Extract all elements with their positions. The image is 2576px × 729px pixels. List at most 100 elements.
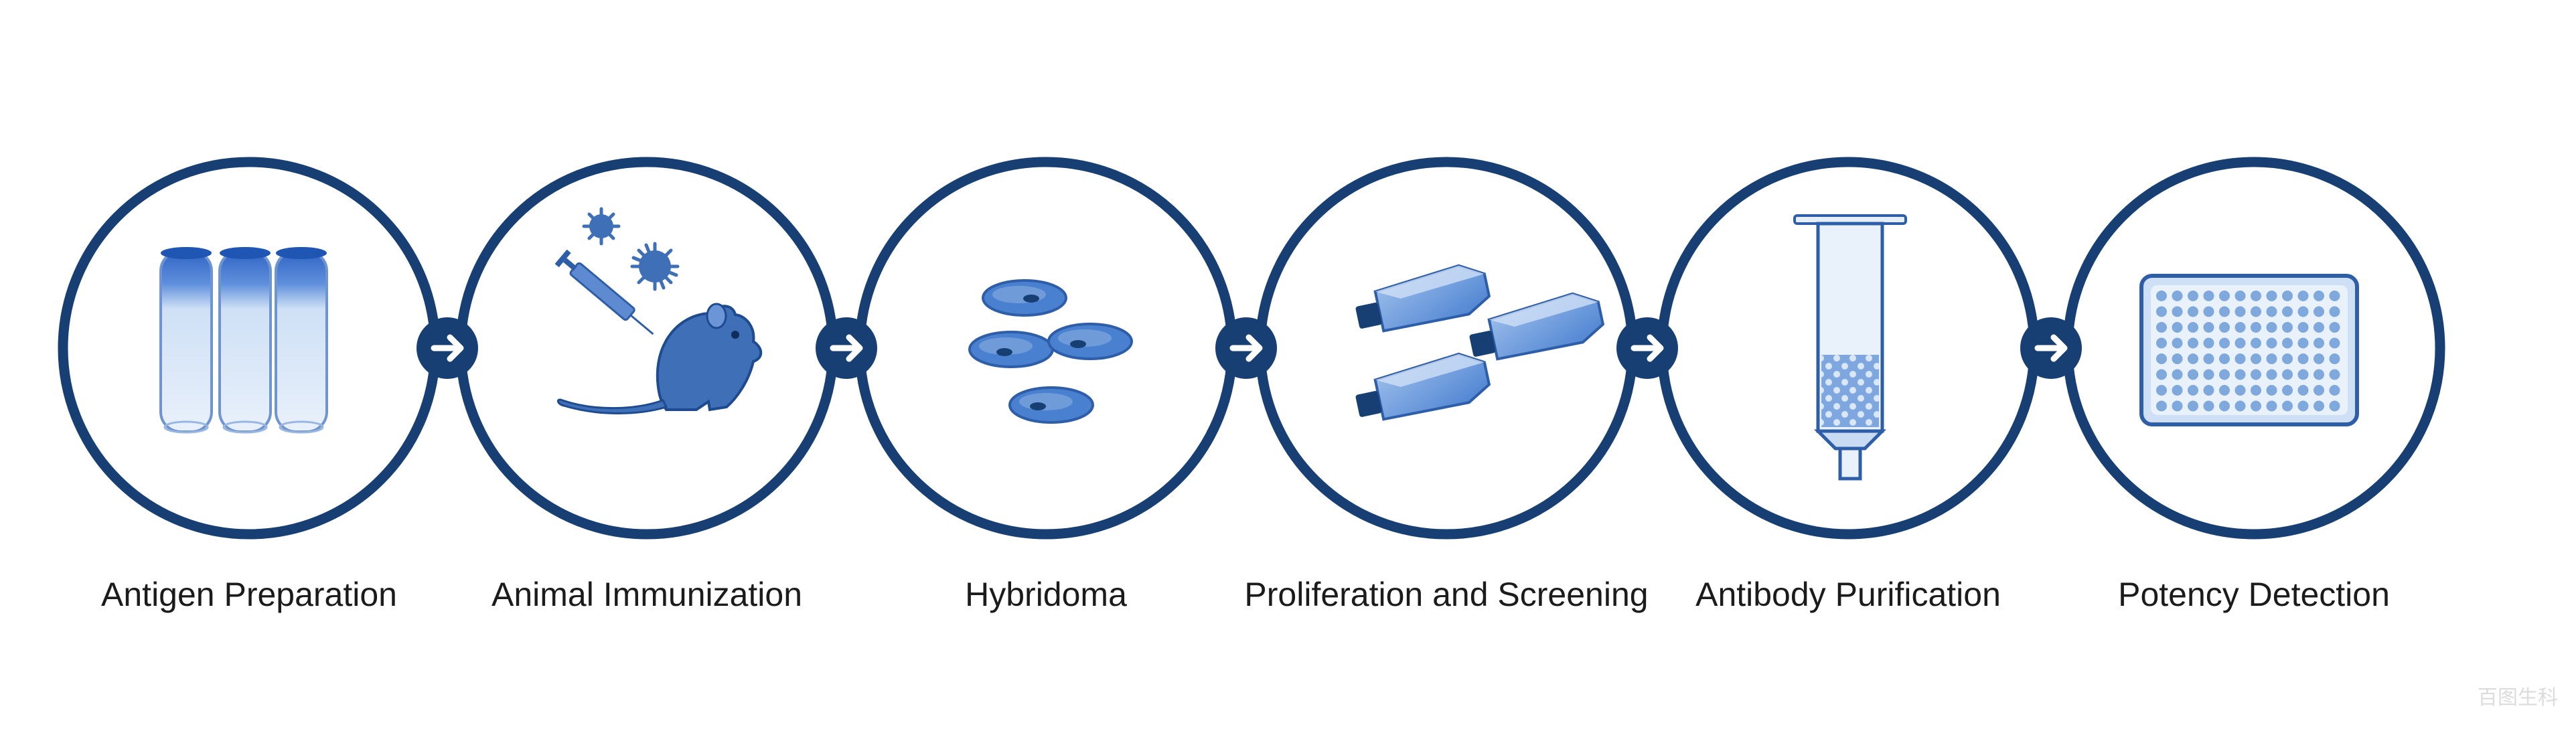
microplate-well: [2297, 369, 2309, 380]
step-label-proliferation-and-screening: Proliferation and Screening: [1244, 576, 1648, 613]
microplate-well: [2314, 385, 2324, 396]
microplate-well: [2203, 322, 2214, 333]
connector-arrows: [416, 317, 2082, 379]
microplate-well: [2219, 322, 2230, 333]
microplate-well: [2203, 385, 2214, 396]
watermark-text: 百图生科: [2478, 686, 2558, 710]
microplate-well: [2172, 306, 2183, 317]
microplate-well: [2314, 353, 2324, 364]
microplate-well: [2329, 306, 2340, 317]
microplate-well: [2188, 385, 2198, 396]
microplate-well: [2156, 385, 2167, 396]
step-ring-2: [455, 157, 838, 540]
microplate-well: [2329, 337, 2340, 349]
microplate-well: [2266, 291, 2277, 301]
microplate-well: [2188, 291, 2198, 301]
step-label-antigen-preparation: Antigen Preparation: [101, 576, 397, 613]
microplate-well: [2219, 291, 2230, 301]
microplate-well: [2219, 400, 2230, 412]
microplate-well: [2172, 369, 2183, 380]
step-ring-4: [1255, 157, 1638, 540]
microplate-well: [2282, 400, 2293, 412]
microplate-well: [2282, 353, 2293, 364]
microplate-well: [2203, 291, 2214, 301]
microplate-well: [2219, 306, 2230, 317]
culture-flasks-icon: [1355, 264, 1605, 421]
microplate-well: [2156, 291, 2167, 301]
microplate-well: [2203, 369, 2214, 380]
microplate-well: [2251, 353, 2261, 364]
microplate-well: [2266, 385, 2277, 396]
microplate-well: [2188, 322, 2198, 333]
microplate-well: [2203, 337, 2214, 349]
microplate-well: [2329, 385, 2340, 396]
microplate-well: [2282, 306, 2293, 317]
arrow-right-icon: [416, 317, 478, 379]
microplate-well: [2156, 306, 2167, 317]
arrow-right-icon: [1215, 317, 1277, 379]
microplate-well: [2219, 369, 2230, 380]
microplate-well: [2234, 337, 2246, 349]
microplate-well: [2156, 337, 2167, 349]
microplate-well: [2329, 400, 2340, 412]
microplate-well: [2203, 306, 2214, 317]
microplate-well: [2314, 337, 2324, 349]
microplate-well: [2188, 337, 2198, 349]
microplate-icon: [2139, 274, 2359, 426]
microplate-well: [2297, 306, 2309, 317]
microplate-well: [2251, 322, 2261, 333]
microplate-well: [2234, 291, 2246, 301]
microplate-well: [2266, 369, 2277, 380]
step-label-antibody-purification: Antibody Purification: [1695, 576, 2001, 613]
microplate-well: [2314, 306, 2324, 317]
microplate-well: [2266, 306, 2277, 317]
microplate-well: [2314, 322, 2324, 333]
microplate-well: [2251, 291, 2261, 301]
microplate-well: [2156, 400, 2167, 412]
microplate-well: [2219, 337, 2230, 349]
microplate-well: [2219, 353, 2230, 364]
arrow-right-icon: [1616, 317, 1678, 379]
microplate-well: [2219, 385, 2230, 396]
microplate-well: [2156, 369, 2167, 380]
microplate-well: [2329, 353, 2340, 364]
microplate-well: [2234, 353, 2246, 364]
microplate-well: [2297, 337, 2309, 349]
microplate-well: [2172, 322, 2183, 333]
microplate-well: [2188, 400, 2198, 412]
microplate-well: [2234, 369, 2246, 380]
microplate-well: [2172, 400, 2183, 412]
microplate-well: [2297, 322, 2309, 333]
microplate-well: [2188, 369, 2198, 380]
microplate-well: [2329, 369, 2340, 380]
microplate-well: [2297, 400, 2309, 412]
purification-column-icon: [1793, 214, 1907, 481]
microplate-well: [2188, 353, 2198, 364]
microplate-well: [2282, 322, 2293, 333]
microplate-well: [2282, 337, 2293, 349]
microplate-well: [2297, 385, 2309, 396]
hybridoma-cells-icon: [968, 279, 1133, 424]
microplate-well: [2251, 337, 2261, 349]
microplate-well: [2251, 306, 2261, 317]
microplate-well: [2156, 353, 2167, 364]
microplate-well: [2314, 369, 2324, 380]
microplate-well: [2266, 353, 2277, 364]
microplate-well: [2266, 337, 2277, 349]
microplate-well: [2297, 353, 2309, 364]
microplate-well: [2188, 306, 2198, 317]
microplate-well: [2251, 369, 2261, 380]
microplate-well: [2203, 353, 2214, 364]
arrow-right-icon: [816, 317, 877, 379]
microplate-well: [2251, 385, 2261, 396]
mouse-syringe-virus-icon: [554, 207, 763, 414]
step-label-animal-immunization: Animal Immunization: [491, 576, 802, 613]
microplate-well: [2172, 353, 2183, 364]
microplate-well: [2282, 369, 2293, 380]
step-label-potency-detection: Potency Detection: [2118, 576, 2390, 613]
microplate-well: [2156, 322, 2167, 333]
microplate-well: [2234, 400, 2246, 412]
microplate-well: [2234, 322, 2246, 333]
arrow-right-icon: [2020, 317, 2082, 379]
microplate-well: [2172, 337, 2183, 349]
